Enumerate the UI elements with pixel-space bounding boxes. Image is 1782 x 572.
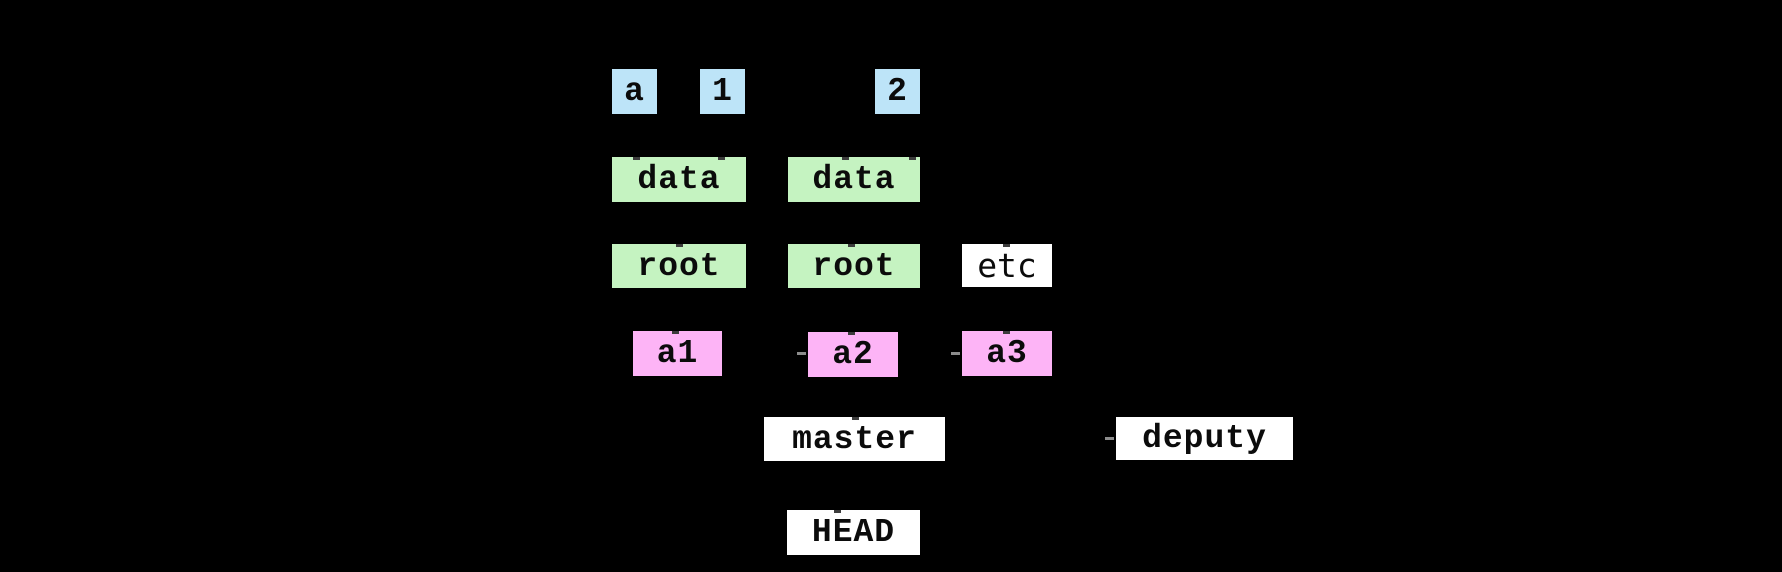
node-blob-a: a [612,69,657,114]
arrow-remnant-top-tick [718,157,725,160]
arrow-remnant-top-tick [676,244,683,247]
arrow-remnant-top-tick [848,244,855,247]
arrow-remnant-left-dash [951,352,960,355]
arrow-remnant-top-tick [1003,331,1010,334]
node-ref-master: master [764,417,945,461]
arrow-remnant-left-dash [797,352,806,355]
arrow-remnant-top-tick [848,332,855,335]
arrow-remnant-left-dash [1105,437,1114,440]
node-data-2: data [788,157,920,202]
node-root-2: root [788,244,920,288]
arrow-remnant-top-tick [633,157,640,160]
node-commit-a2: a2 [808,332,898,377]
node-data-1: data [612,157,746,202]
node-blob-1: 1 [700,69,745,114]
node-root-1: root [612,244,746,288]
node-commit-a3: a3 [962,331,1052,376]
node-ref-head: HEAD [787,510,920,555]
arrow-remnant-top-tick [909,157,916,160]
arrow-remnant-top-tick [672,331,679,334]
arrow-remnant-top-tick [1003,244,1010,247]
node-commit-a1: a1 [633,331,722,376]
arrow-remnant-top-tick [852,417,859,420]
node-etc: etc [962,244,1052,287]
arrow-remnant-top-tick [834,510,841,513]
arrow-remnant-top-tick [842,157,849,160]
node-blob-2: 2 [875,69,920,114]
node-ref-deputy: deputy [1116,417,1293,460]
